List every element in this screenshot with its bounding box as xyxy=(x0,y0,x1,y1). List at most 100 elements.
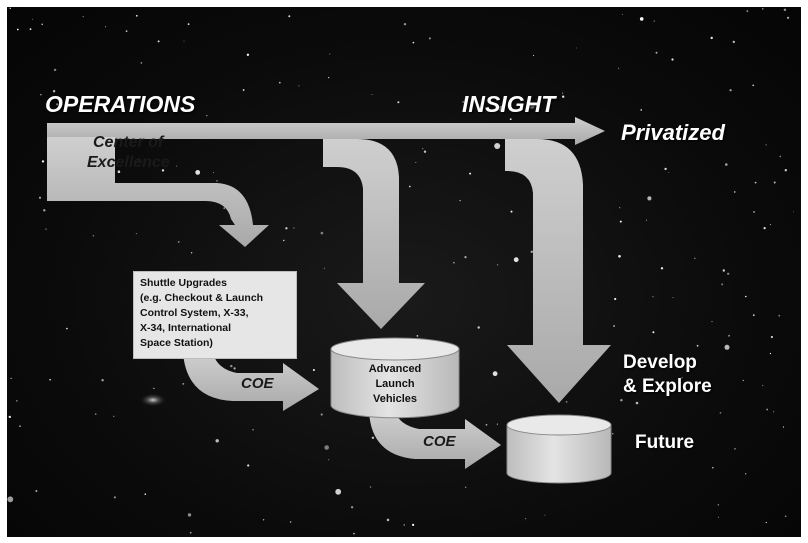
star xyxy=(513,257,519,263)
star xyxy=(613,325,616,327)
star xyxy=(422,148,424,150)
star xyxy=(681,377,683,379)
star xyxy=(745,295,747,298)
star xyxy=(41,23,43,26)
star xyxy=(283,239,285,242)
center-of-excellence-line1: Center of xyxy=(93,134,164,151)
star xyxy=(159,138,162,142)
star xyxy=(138,158,140,161)
operations-insight-arrow xyxy=(47,117,605,145)
star xyxy=(246,53,250,56)
alv-line2: Launch xyxy=(375,378,415,390)
star xyxy=(652,331,655,334)
star xyxy=(635,401,639,405)
star xyxy=(465,486,467,488)
star xyxy=(8,415,11,419)
star xyxy=(233,367,236,370)
star xyxy=(350,506,354,509)
star xyxy=(728,334,731,337)
star xyxy=(655,51,658,54)
star xyxy=(762,8,764,10)
star xyxy=(719,412,722,414)
star xyxy=(464,256,467,259)
develop-line2: & Explore xyxy=(623,376,712,397)
star xyxy=(35,490,38,492)
star xyxy=(769,223,772,226)
star xyxy=(721,283,724,286)
star xyxy=(161,169,165,172)
star xyxy=(278,81,281,84)
star xyxy=(16,400,18,402)
star xyxy=(403,23,407,26)
star xyxy=(765,521,767,524)
shuttle-line1: Shuttle Upgrades xyxy=(140,277,227,289)
star xyxy=(101,379,104,382)
star xyxy=(177,241,180,243)
star xyxy=(725,163,728,166)
alv-line1: Advanced xyxy=(368,363,422,375)
star xyxy=(195,170,201,175)
privatized-label: Privatized xyxy=(621,120,725,145)
star xyxy=(262,519,265,521)
star xyxy=(125,30,128,32)
star xyxy=(213,172,214,174)
center-of-excellence-line2: Excellence xyxy=(87,154,170,171)
center-of-excellence-arrow xyxy=(47,137,269,247)
star xyxy=(562,92,563,94)
star xyxy=(784,169,787,172)
star xyxy=(622,14,623,15)
star xyxy=(242,89,245,91)
star xyxy=(247,464,250,467)
coe-label-1: COE xyxy=(241,375,274,392)
star xyxy=(469,172,472,175)
star xyxy=(335,488,342,495)
star xyxy=(45,228,47,230)
star xyxy=(752,314,755,317)
star xyxy=(485,423,488,426)
star xyxy=(371,94,373,96)
star xyxy=(135,233,137,235)
launch-vehicles-arrow xyxy=(323,139,425,329)
star xyxy=(32,18,34,20)
star xyxy=(565,401,568,403)
star xyxy=(724,344,730,350)
star xyxy=(509,118,512,121)
star xyxy=(416,335,419,337)
star xyxy=(612,433,614,435)
star xyxy=(763,227,766,230)
flow-diagram xyxy=(7,7,794,535)
develop-explore-arrow xyxy=(505,139,611,403)
future-label: Future xyxy=(635,432,695,453)
star xyxy=(528,102,535,109)
star xyxy=(39,196,41,199)
star xyxy=(328,459,330,461)
star xyxy=(727,272,730,275)
star xyxy=(117,170,121,173)
star xyxy=(732,40,735,44)
star xyxy=(7,496,14,503)
star xyxy=(56,103,59,106)
star xyxy=(787,16,790,19)
star xyxy=(371,436,375,439)
star xyxy=(619,220,622,223)
star xyxy=(94,413,97,415)
star xyxy=(105,26,107,28)
star xyxy=(647,196,652,201)
star xyxy=(415,162,417,163)
star xyxy=(770,335,774,339)
star xyxy=(462,101,464,103)
star xyxy=(183,40,185,42)
star xyxy=(618,67,620,69)
star xyxy=(646,219,647,221)
star xyxy=(734,448,736,450)
star xyxy=(671,58,674,61)
star xyxy=(423,150,427,153)
star xyxy=(223,207,226,210)
star xyxy=(510,210,513,213)
star xyxy=(320,413,323,416)
star xyxy=(453,261,455,264)
star xyxy=(10,377,12,379)
star xyxy=(66,327,68,330)
stars xyxy=(7,7,794,535)
star xyxy=(386,518,390,522)
